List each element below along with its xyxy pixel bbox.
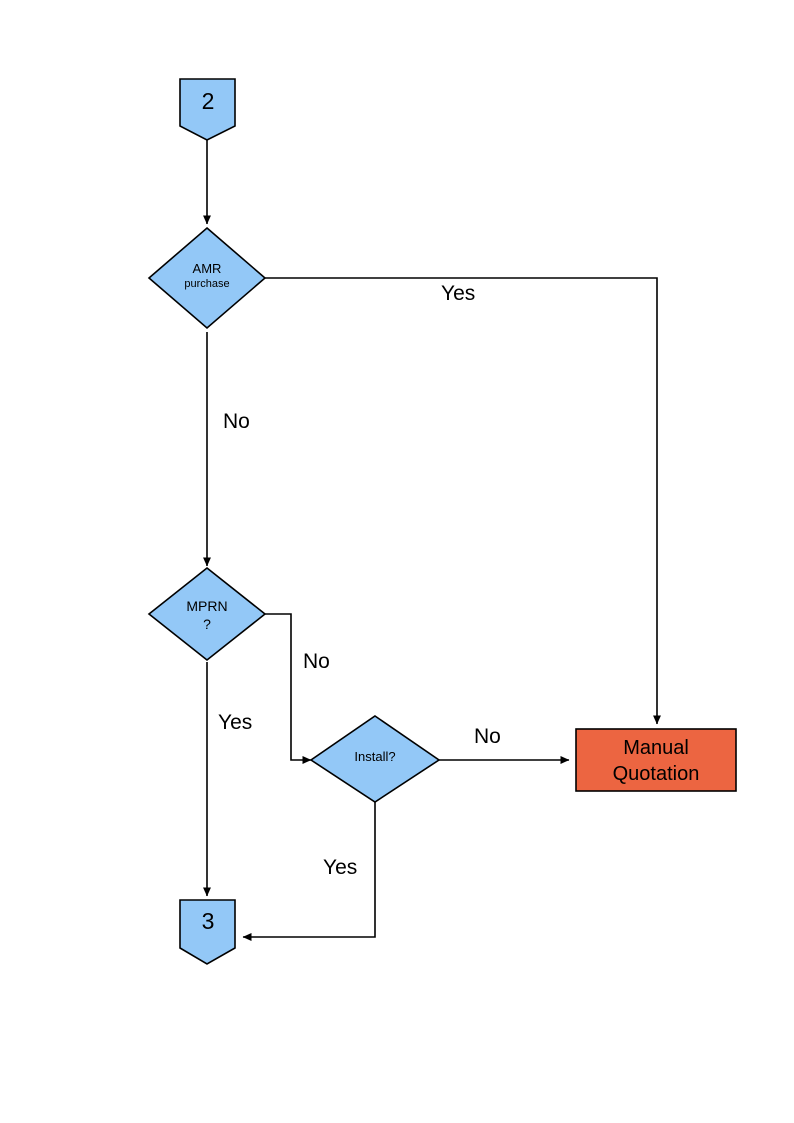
- edge-label-install-no: No: [474, 725, 501, 748]
- node-decision-mprn[interactable]: [147, 566, 267, 662]
- node-process-manual-quotation[interactable]: [575, 728, 737, 792]
- node-end-connector-3[interactable]: [179, 899, 236, 965]
- node-decision-install[interactable]: [309, 715, 441, 803]
- edge-label-mprn-no: No: [303, 650, 330, 673]
- edge-install-yes-to-end: [242, 800, 376, 941]
- edge-label-amr-yes: Yes: [441, 282, 476, 305]
- edge-mprn-no-to-install: [265, 613, 312, 764]
- node-decision-amr-purchase[interactable]: [147, 226, 267, 330]
- edge-amr-yes-to-manual-quotation: [265, 277, 661, 725]
- edge-label-mprn-yes: Yes: [218, 711, 253, 734]
- edge-label-amr-no: No: [223, 410, 250, 433]
- edge-label-install-yes: Yes: [323, 856, 358, 879]
- node-start-connector-2[interactable]: [179, 78, 236, 141]
